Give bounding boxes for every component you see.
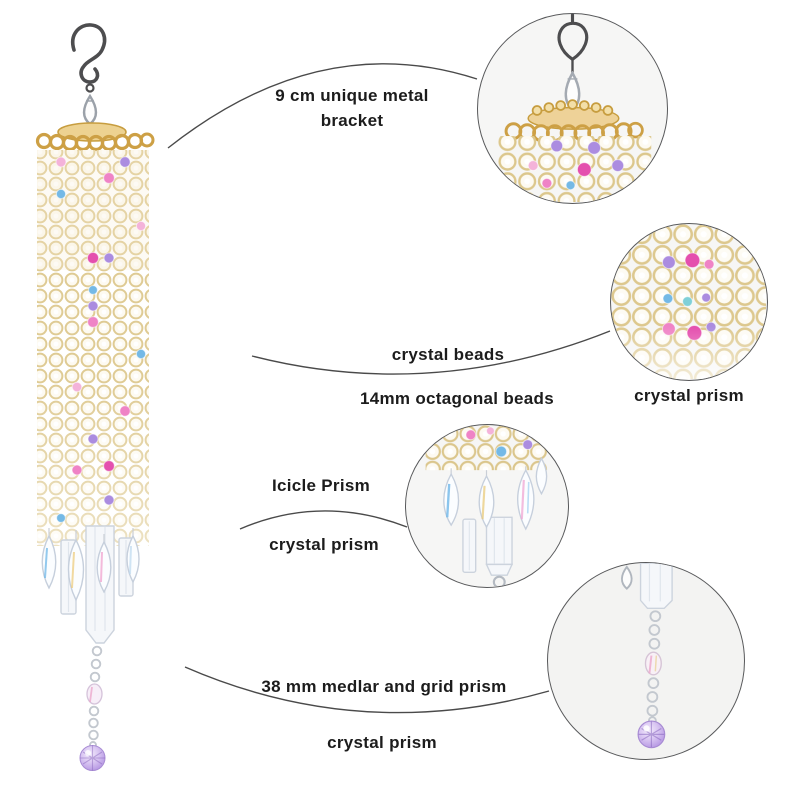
bottom-prism-caption-label: crystal prism bbox=[327, 733, 437, 752]
hook-loop bbox=[557, 14, 589, 75]
icicle-prisms bbox=[41, 528, 140, 602]
icicle-detail-illustration bbox=[425, 425, 548, 586]
metal-bracket bbox=[35, 122, 155, 152]
bottom-detail-illustration bbox=[621, 563, 673, 749]
s-hook bbox=[71, 23, 107, 93]
beads-detail-illustration bbox=[611, 224, 766, 379]
clasp-small-detail bbox=[621, 565, 633, 590]
beads-title-label: crystal beads bbox=[391, 345, 505, 364]
callout-beads-detail bbox=[610, 223, 768, 381]
callout-bracket-detail bbox=[477, 13, 668, 204]
long-prism-detail bbox=[462, 516, 514, 586]
bottom-prism-title-label: 38 mm medlar and grid prism bbox=[261, 677, 507, 696]
product-illustration bbox=[35, 23, 155, 771]
prism-end-detail bbox=[621, 563, 673, 609]
callout-line-icicle bbox=[239, 510, 408, 530]
icicle-title-label: Icicle Prism bbox=[271, 476, 371, 495]
bracket-detail-illustration bbox=[497, 14, 652, 202]
crystal-ball bbox=[79, 745, 106, 771]
callout-line-bracket bbox=[167, 63, 478, 149]
callout-line-beads bbox=[251, 330, 611, 375]
bracket-label: 9 cm unique metal bracket bbox=[275, 86, 429, 130]
beads-subtitle-label: 14mm octagonal beads bbox=[359, 389, 554, 408]
callout-line-bottom-prism bbox=[184, 666, 550, 714]
crystal-ball-detail bbox=[637, 720, 666, 749]
callout-icicle-detail bbox=[405, 424, 569, 588]
prism-loop bbox=[492, 575, 506, 586]
callout-bottom-detail bbox=[547, 562, 745, 760]
icicle-subtitle-label: crystal prism bbox=[269, 535, 379, 554]
gold-crown-detail bbox=[504, 99, 644, 142]
icicle-prisms-detail bbox=[443, 456, 548, 531]
beads-caption-label: crystal prism bbox=[634, 386, 744, 405]
accent-beads bbox=[55, 156, 147, 523]
bottom-chain bbox=[79, 645, 106, 771]
chain-detail bbox=[644, 610, 662, 725]
bead-curtain bbox=[37, 150, 149, 546]
